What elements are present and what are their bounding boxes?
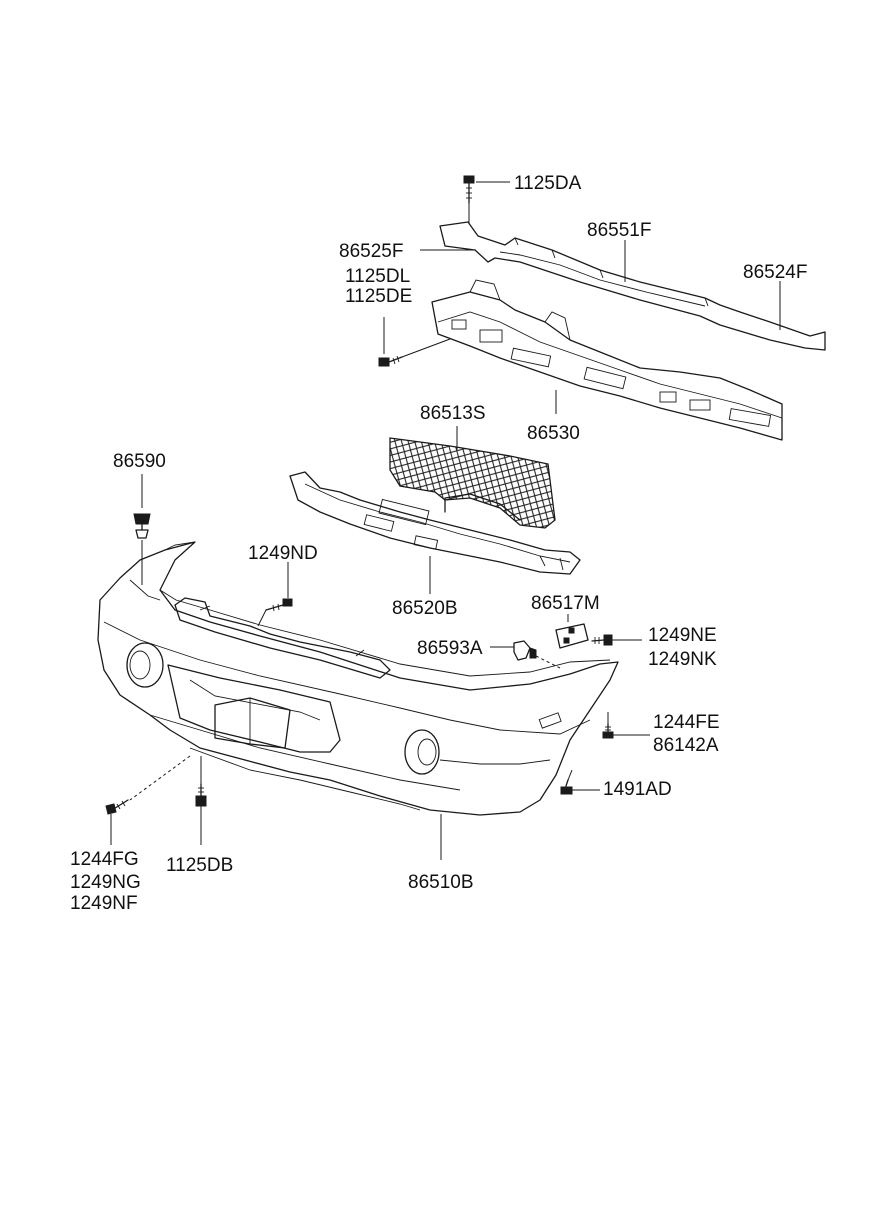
label-86513S: 86513S: [420, 403, 486, 424]
bumper-reinforcement-86530: [431, 279, 783, 441]
label-86590: 86590: [113, 451, 166, 472]
label-86593A: 86593A: [417, 638, 483, 659]
label-86551F: 86551F: [587, 220, 651, 241]
label-1125DB: 1125DB: [166, 855, 233, 876]
label-86520B: 86520B: [392, 598, 458, 619]
label-1125DA: 1125DA: [514, 173, 582, 194]
screw-1491AD: [560, 769, 600, 795]
label-86525F: 86525F: [339, 241, 403, 262]
label-1249ND: 1249ND: [248, 543, 318, 564]
label-86530: 86530: [527, 423, 580, 444]
upper-reinforcement-86551F: [439, 221, 826, 351]
label-1125DL: 1125DL: [345, 266, 410, 287]
label-86517M: 86517M: [531, 593, 600, 614]
label-86524F: 86524F: [743, 262, 807, 283]
label-1244FE: 1244FE: [653, 712, 720, 733]
label-1491AD: 1491AD: [603, 779, 672, 800]
screw-1244FG: [105, 755, 191, 845]
clip-86593A: [490, 640, 561, 669]
grille-86513S: [389, 426, 556, 529]
label-1244FG: 1244FG: [70, 849, 139, 870]
bolt-1125DA: [463, 175, 475, 224]
screw-1249NE-1249NK: [591, 634, 642, 646]
label-1249NF: 1249NF: [70, 893, 138, 914]
bolt-1125DL-1125DE: [378, 317, 451, 367]
bumper-cover-86510B: [97, 541, 619, 860]
label-86510B: 86510B: [408, 872, 474, 893]
energy-absorber-86520B: [289, 471, 581, 594]
label-1249NK: 1249NK: [648, 649, 717, 670]
bolt-1125DB: [195, 756, 207, 845]
label-86142A: 86142A: [653, 735, 719, 756]
screw-1244FE-86142A: [602, 712, 650, 739]
label-1125DE: 1125DE: [345, 286, 412, 307]
label-1249NG: 1249NG: [70, 872, 141, 893]
clip-86590: [133, 474, 151, 585]
label-1249NE: 1249NE: [648, 625, 717, 646]
bracket-86517M: [555, 614, 589, 649]
screw-1249ND: [257, 562, 293, 627]
